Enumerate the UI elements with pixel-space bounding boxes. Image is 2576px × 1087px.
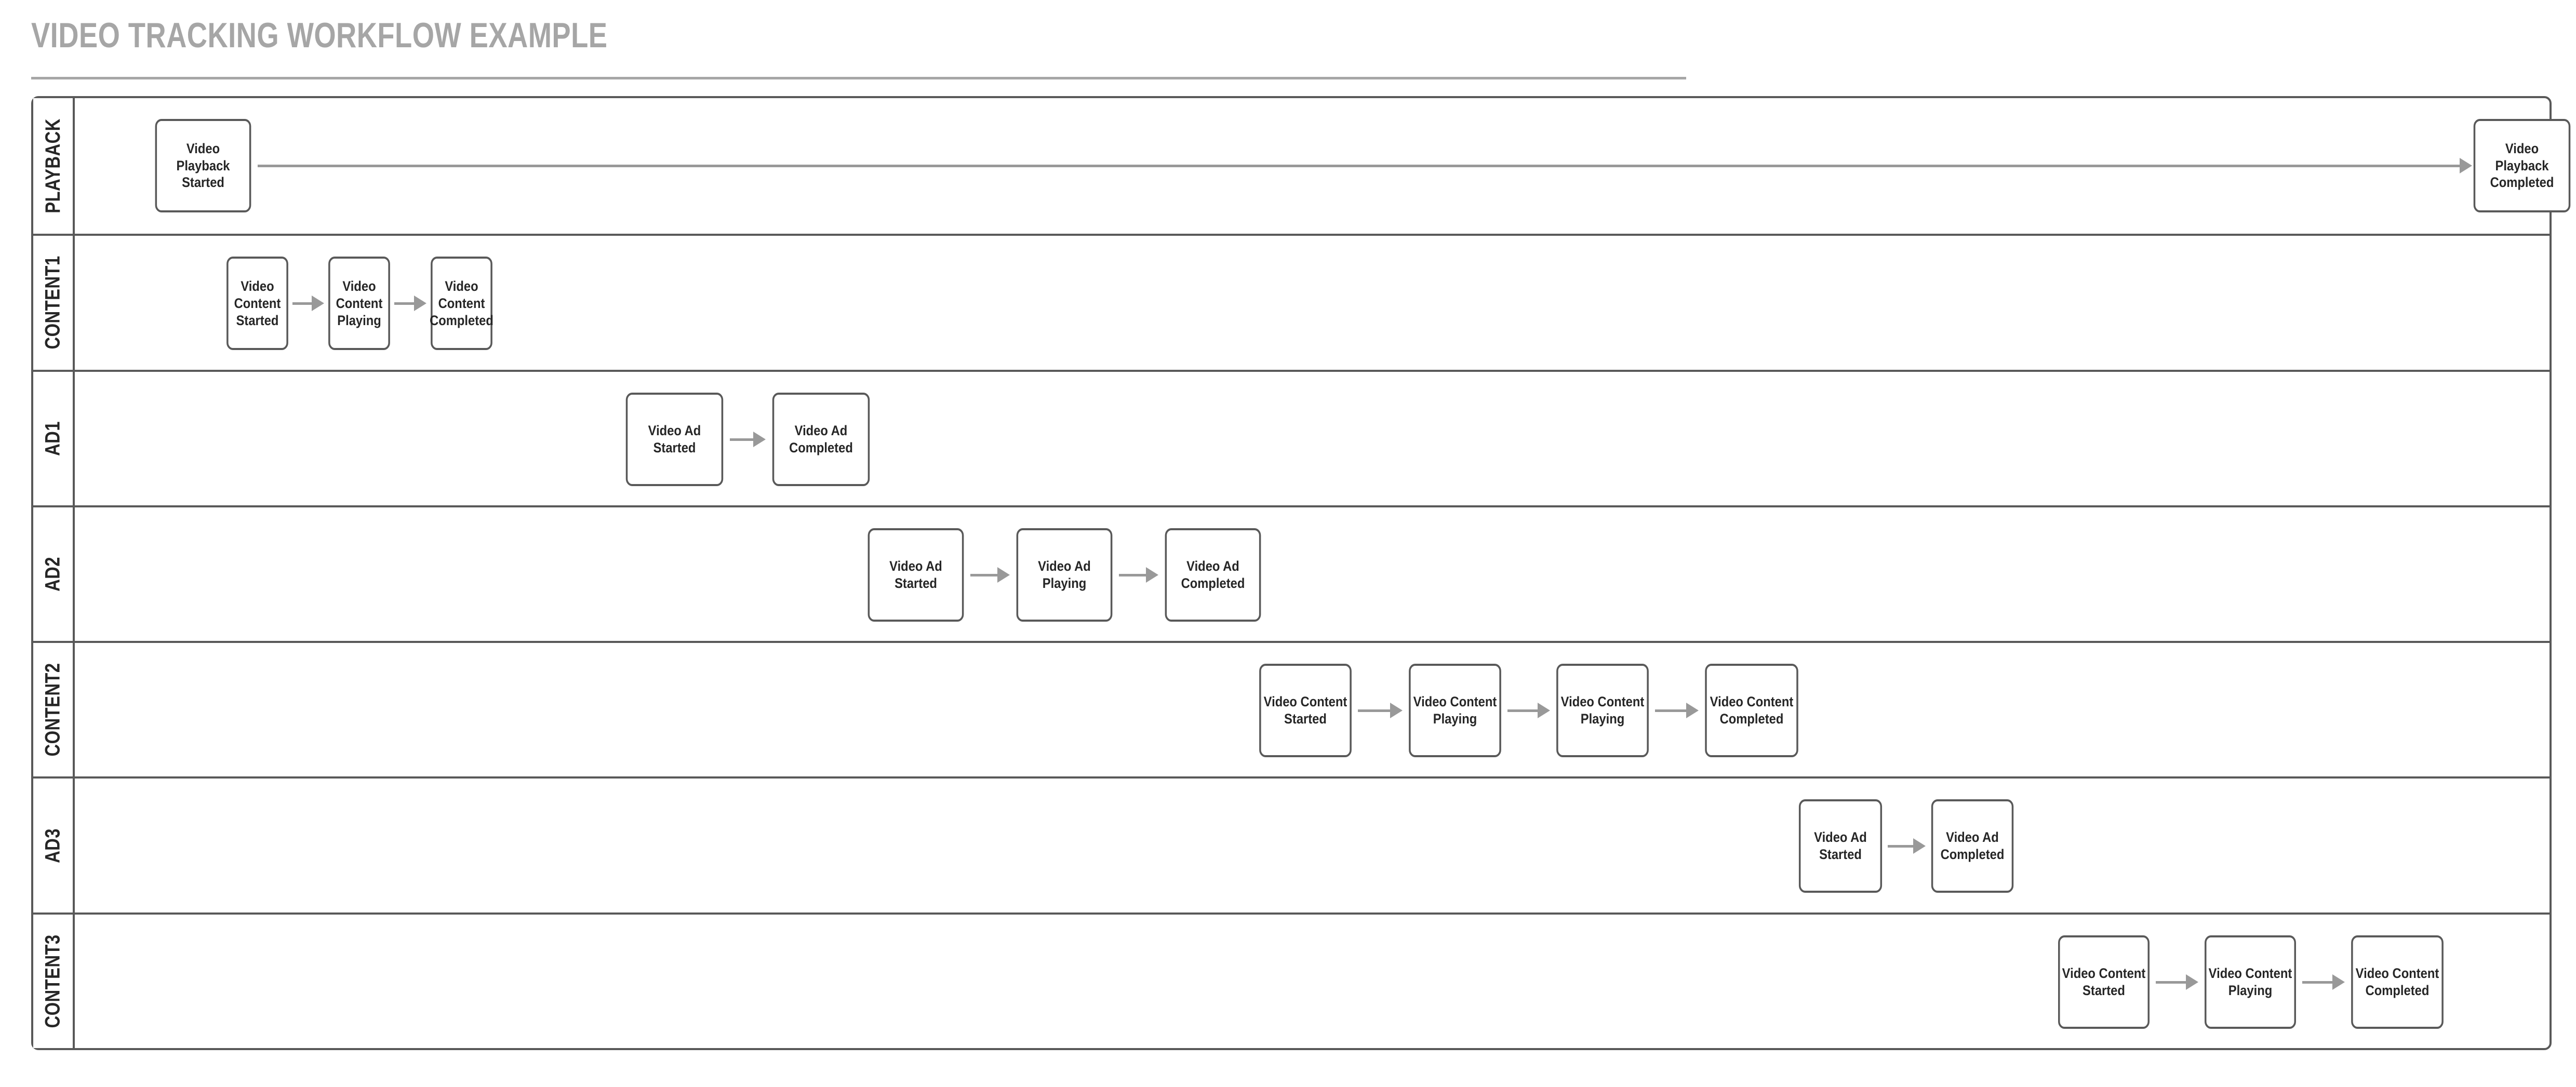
flow-node[interactable]: Video Content Completed bbox=[2351, 935, 2444, 1029]
flow-node-label: Video Content Playing bbox=[336, 278, 383, 328]
lane-label-ad1: AD1 bbox=[33, 371, 75, 505]
flow-node-label: Video Content Playing bbox=[1560, 694, 1645, 727]
flow-node[interactable]: Video Content Completed bbox=[430, 257, 493, 351]
lane-label-text: PLAYBACK bbox=[41, 118, 64, 213]
flow-node-label: Video Ad Started bbox=[889, 558, 942, 591]
lane-body-playback: Video Playback Started Video Playback Com… bbox=[75, 98, 2571, 234]
flow-node[interactable]: Video Playback Started bbox=[155, 119, 251, 212]
flow-node-label: Video Playback Started bbox=[176, 140, 230, 191]
connector-arrowhead-icon bbox=[1390, 703, 1403, 719]
flow-node[interactable]: Video Ad Started bbox=[1798, 799, 1883, 893]
lane-body-content1: Video Content Started Video Content Playi… bbox=[75, 236, 2550, 369]
flow-node[interactable]: Video Content Started bbox=[1259, 664, 1352, 758]
flow-node[interactable]: Video Playback Completed bbox=[2473, 119, 2571, 212]
lane-label-text: CONTENT3 bbox=[41, 934, 64, 1028]
lane-label-content1: CONTENT1 bbox=[33, 236, 75, 370]
connector-arrowhead-icon bbox=[1146, 567, 1158, 583]
connector-arrowhead-icon bbox=[2332, 974, 2345, 990]
flow-node-label: Video Ad Playing bbox=[1038, 558, 1091, 591]
connector-arrowhead-icon bbox=[312, 296, 324, 312]
connector-arrowhead-icon bbox=[414, 296, 426, 312]
connector-arrowhead-icon bbox=[1913, 838, 1926, 854]
connector-arrowhead-icon bbox=[2460, 158, 2472, 173]
lane-label-ad2: AD2 bbox=[33, 507, 75, 641]
lane-body-content3: Video Content Started Video Content Playi… bbox=[75, 915, 2550, 1048]
lane-label-text: CONTENT1 bbox=[41, 256, 64, 350]
flow-node-label: Video Content Completed bbox=[430, 278, 493, 328]
flow-node-label: Video Ad Completed bbox=[1940, 829, 2005, 863]
connector-line bbox=[292, 302, 312, 305]
flow-node[interactable]: Video Ad Started bbox=[625, 392, 724, 486]
flow-node[interactable]: Video Ad Completed bbox=[772, 392, 870, 486]
lane-label-ad3: AD3 bbox=[33, 779, 75, 912]
flow-node[interactable]: Video Ad Completed bbox=[1931, 799, 2014, 893]
connector-line bbox=[1655, 709, 1686, 713]
swimlane-ad3: AD3 Video Ad Started Video Ad Completed bbox=[33, 776, 2550, 912]
connector-line bbox=[2156, 981, 2186, 984]
flow-node-label: Video Content Completed bbox=[2355, 965, 2439, 998]
connector-line bbox=[1119, 573, 1146, 576]
lane-label-text: AD3 bbox=[41, 828, 64, 863]
page-title: VIDEO TRACKING WORKFLOW EXAMPLE bbox=[31, 16, 608, 55]
connector-arrowhead-icon bbox=[1686, 703, 1699, 719]
lane-label-text: CONTENT2 bbox=[41, 663, 64, 757]
flow-node-label: Video Content Playing bbox=[1413, 694, 1497, 727]
flow-node-label: Video Content Completed bbox=[1710, 694, 1794, 727]
flow-node-label: Video Content Playing bbox=[2208, 965, 2292, 998]
flow-node-label: Video Ad Started bbox=[648, 422, 701, 455]
flow-node[interactable]: Video Content Playing bbox=[1409, 664, 1501, 758]
connector-line bbox=[1358, 709, 1390, 713]
flow-node[interactable]: Video Content Started bbox=[226, 257, 288, 351]
flow-node[interactable]: Video Ad Started bbox=[867, 528, 964, 622]
title-block: VIDEO TRACKING WORKFLOW EXAMPLE bbox=[31, 18, 1688, 53]
flow-node-label: Video Ad Started bbox=[1814, 829, 1867, 863]
swimlane-ad1: AD1 Video Ad Started Video Ad Completed bbox=[33, 369, 2550, 505]
lane-label-text: AD1 bbox=[41, 421, 64, 456]
connector-line bbox=[970, 573, 997, 576]
flow-node[interactable]: Video Content Completed bbox=[1705, 664, 1798, 758]
connector-line bbox=[730, 438, 753, 441]
lane-body-ad2: Video Ad Started Video Ad Playing Video Ad… bbox=[75, 507, 2550, 641]
connector-line bbox=[1507, 709, 1538, 713]
flow-node-label: Video Content Started bbox=[1263, 694, 1347, 727]
connector-line bbox=[2302, 981, 2332, 984]
title-divider bbox=[31, 77, 1686, 79]
lane-body-ad3: Video Ad Started Video Ad Completed bbox=[75, 779, 2550, 912]
flow-node[interactable]: Video Ad Completed bbox=[1165, 528, 1261, 622]
connector-arrowhead-icon bbox=[997, 567, 1010, 583]
lane-body-content2: Video Content Started Video Content Playi… bbox=[75, 643, 2550, 776]
lane-label-playback: PLAYBACK bbox=[33, 98, 75, 234]
connector-line bbox=[1888, 845, 1913, 848]
flow-node-label: Video Playback Completed bbox=[2490, 140, 2554, 191]
lane-body-ad1: Video Ad Started Video Ad Completed bbox=[75, 372, 2550, 505]
lane-label-content2: CONTENT2 bbox=[33, 643, 75, 777]
flow-node-label: Video Ad Completed bbox=[789, 422, 853, 455]
connector-arrowhead-icon bbox=[2186, 974, 2198, 990]
connector-line bbox=[258, 165, 2460, 167]
flow-node[interactable]: Video Content Playing bbox=[2205, 935, 2296, 1029]
flow-node[interactable]: Video Content Playing bbox=[1556, 664, 1649, 758]
lane-label-content3: CONTENT3 bbox=[33, 914, 75, 1048]
lane-label-text: AD2 bbox=[41, 557, 64, 592]
connector-arrowhead-icon bbox=[1538, 703, 1550, 719]
flow-node-label: Video Content Started bbox=[2062, 965, 2146, 998]
flow-node[interactable]: Video Ad Playing bbox=[1016, 528, 1113, 622]
flow-node[interactable]: Video Content Started bbox=[2058, 935, 2150, 1029]
flow-node-label: Video Content Started bbox=[234, 278, 281, 328]
flow-node-label: Video Ad Completed bbox=[1181, 558, 1245, 591]
connector-arrowhead-icon bbox=[753, 431, 766, 447]
connector-line bbox=[394, 302, 414, 305]
flow-node[interactable]: Video Content Playing bbox=[328, 257, 390, 351]
